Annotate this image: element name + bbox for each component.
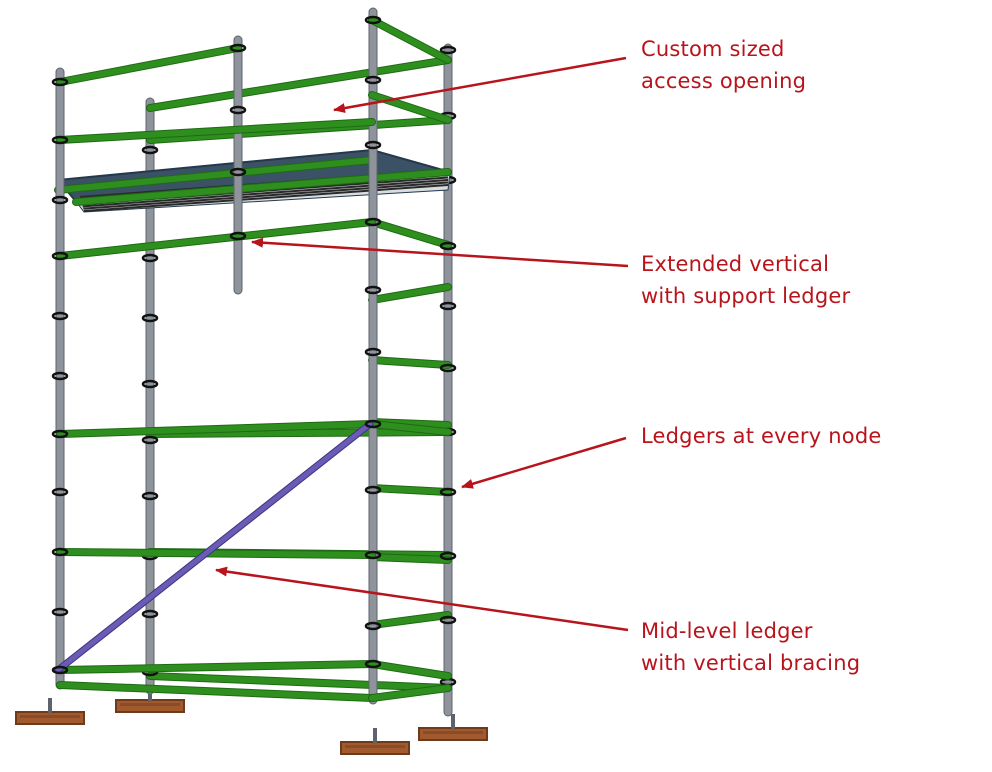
ledger bbox=[73, 169, 451, 205]
node-collar bbox=[51, 311, 69, 321]
node-collar bbox=[439, 45, 457, 55]
callout-line: Mid-level ledger bbox=[641, 619, 813, 643]
ledger bbox=[369, 219, 451, 248]
ledger bbox=[57, 661, 375, 673]
node-collar bbox=[51, 547, 69, 557]
front-frame bbox=[51, 7, 452, 705]
node-collar bbox=[439, 241, 457, 251]
ledger bbox=[57, 45, 241, 85]
node-collar bbox=[141, 253, 159, 263]
ledger bbox=[55, 157, 375, 193]
ledger bbox=[369, 485, 451, 495]
node-collar bbox=[51, 371, 69, 381]
node-collar bbox=[141, 609, 159, 619]
callout-line: Extended vertical bbox=[641, 252, 830, 276]
node-collar bbox=[439, 551, 457, 561]
callout-line: access opening bbox=[641, 69, 807, 93]
ledger bbox=[147, 673, 451, 691]
ledger bbox=[369, 17, 451, 63]
node-collar bbox=[141, 379, 159, 389]
node-collar bbox=[364, 659, 382, 669]
ledger bbox=[369, 284, 451, 303]
node-collar bbox=[364, 285, 382, 295]
callout-arrow bbox=[251, 237, 629, 268]
node-collar bbox=[51, 135, 69, 145]
ledger bbox=[57, 682, 375, 701]
deck-slat bbox=[82, 179, 449, 208]
base-plate-shade bbox=[345, 745, 405, 748]
node-collar bbox=[51, 607, 69, 617]
callout-line: with vertical bracing bbox=[641, 651, 861, 675]
callout-access-opening: Custom sized access opening bbox=[641, 33, 806, 97]
base-plate-shade bbox=[423, 731, 483, 734]
ledger bbox=[369, 554, 451, 563]
callout-arrows bbox=[215, 56, 629, 632]
node-collar bbox=[229, 231, 247, 241]
callout-ledgers-every-node: Ledgers at every node bbox=[641, 420, 881, 452]
node-collar bbox=[51, 429, 69, 439]
node-collar bbox=[364, 347, 382, 357]
node-collar bbox=[439, 487, 457, 497]
node-collar bbox=[439, 615, 457, 625]
node-collar bbox=[364, 621, 382, 631]
base-plate-shade bbox=[20, 715, 80, 718]
node-collar bbox=[141, 145, 159, 155]
node-collar bbox=[229, 43, 247, 53]
ledger bbox=[369, 685, 451, 701]
deck-slat bbox=[83, 181, 449, 210]
back-frame bbox=[141, 43, 457, 717]
node-collar bbox=[364, 550, 382, 560]
callout-arrow bbox=[461, 436, 627, 489]
ledger bbox=[57, 421, 375, 437]
ledger bbox=[57, 119, 375, 143]
node-collar bbox=[364, 485, 382, 495]
node-collar bbox=[51, 487, 69, 497]
ledger bbox=[57, 549, 375, 558]
node-collar bbox=[51, 77, 69, 87]
callout-arrow bbox=[333, 56, 627, 113]
base-plates bbox=[15, 686, 488, 755]
node-collar bbox=[364, 217, 382, 227]
node-collar bbox=[364, 75, 382, 85]
ledger bbox=[369, 421, 451, 435]
node-collar bbox=[141, 435, 159, 445]
callout-line: Custom sized bbox=[641, 37, 785, 61]
callout-line: Ledgers at every node bbox=[641, 424, 882, 448]
node-collar bbox=[439, 363, 457, 373]
diagonal-brace bbox=[55, 421, 373, 673]
node-collar bbox=[364, 140, 382, 150]
node-collar bbox=[141, 313, 159, 323]
platform-deck bbox=[54, 148, 452, 213]
ledger bbox=[147, 429, 451, 437]
node-collar bbox=[51, 195, 69, 205]
ledger bbox=[369, 661, 451, 679]
node-collar bbox=[364, 15, 382, 25]
node-collar bbox=[51, 251, 69, 261]
ledger bbox=[57, 219, 375, 259]
deck-slat bbox=[83, 184, 449, 212]
node-collar bbox=[364, 419, 382, 429]
callout-arrow bbox=[215, 566, 629, 632]
node-collar bbox=[51, 665, 69, 675]
callout-extended-vertical: Extended vertical with support ledger bbox=[641, 248, 850, 312]
node-collar bbox=[439, 301, 457, 311]
base-plate-shade bbox=[120, 703, 180, 706]
ledger bbox=[369, 357, 451, 368]
ledger bbox=[147, 57, 451, 111]
callout-mid-level-ledger: Mid-level ledger with vertical bracing bbox=[641, 615, 860, 679]
callout-line: with support ledger bbox=[641, 284, 851, 308]
node-collar bbox=[229, 105, 247, 115]
ledger bbox=[369, 92, 451, 123]
ledger bbox=[369, 612, 451, 628]
node-collar bbox=[141, 491, 159, 501]
node-collar bbox=[229, 167, 247, 177]
